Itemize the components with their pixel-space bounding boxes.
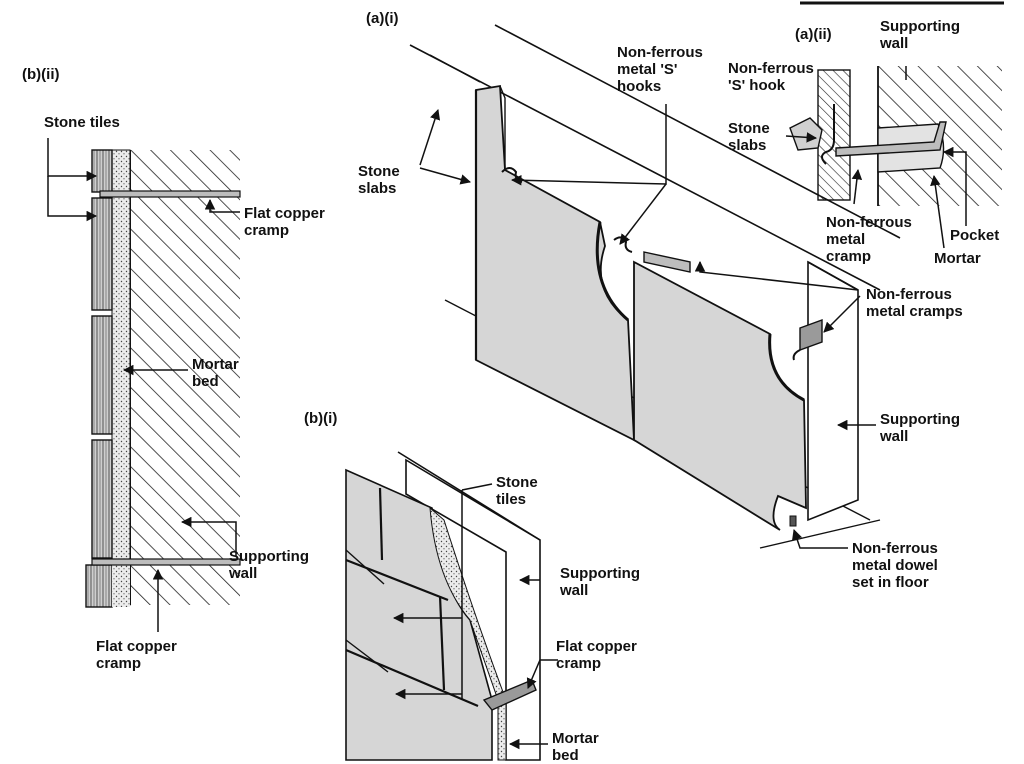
a-ii-s-hook: [821, 104, 835, 165]
label-a-i-s-hooks: Non-ferrous metal 'S' hooks: [617, 44, 703, 95]
b-ii-cramp-top: [99, 190, 241, 198]
b-ii-section: [47, 138, 241, 632]
label-b-ii-stone-tiles: Stone tiles: [44, 114, 120, 131]
a-i-cramp-1: [643, 251, 691, 273]
label-b-ii-supporting-wall: Supporting wall: [229, 548, 309, 582]
a-ii-detail: [785, 66, 1002, 249]
a-i-dowel: [789, 515, 797, 527]
label-a-i-supporting-wall: Supporting wall: [880, 411, 960, 445]
heading-a-ii: (a)(ii): [795, 26, 832, 43]
b-ii-stone-tile-3: [91, 315, 113, 435]
b-i-cramp: [482, 679, 537, 711]
a-i-isometric: [409, 24, 901, 549]
b-ii-stone-tile-5: [85, 564, 113, 608]
label-b-i-stone-tiles: Stone tiles: [496, 474, 538, 508]
label-a-i-metal-cramps: Non-ferrous metal cramps: [866, 286, 963, 320]
heading-b-i: (b)(i): [304, 410, 338, 427]
b-ii-stone-tile-2: [91, 197, 113, 311]
label-b-ii-flat-copper-cramp-top: Flat copper cramp: [244, 205, 325, 239]
a-i-supporting-wall-end: [807, 260, 859, 522]
b-ii-wall-hatch: [130, 150, 240, 605]
b-ii-cramp-bottom: [91, 558, 241, 566]
heading-a-i: (a)(i): [366, 10, 399, 27]
label-a-i-stone-slabs: Stone slabs: [358, 163, 400, 197]
a-i-stone-slab-1: [475, 84, 635, 442]
label-a-ii-stone-slabs: Stone slabs: [728, 120, 770, 154]
label-b-ii-flat-copper-cramp-bottom: Flat copper cramp: [96, 638, 177, 672]
label-a-ii-metal-cramp: Non-ferrous metal cramp: [826, 214, 912, 265]
a-ii-cramp: [835, 121, 947, 157]
a-i-stone-slab-2: [633, 260, 807, 531]
label-b-i-flat-copper-cramp: Flat copper cramp: [556, 638, 637, 672]
b-ii-stone-tile-4: [91, 439, 113, 559]
label-a-i-dowel: Non-ferrous metal dowel set in floor: [852, 540, 938, 591]
b-i-isometric: [345, 451, 558, 761]
b-ii-mortar-bed: [111, 149, 131, 606]
label-a-ii-s-hook: Non-ferrous 'S' hook: [728, 60, 814, 94]
label-b-i-supporting-wall: Supporting wall: [560, 565, 640, 599]
b-ii-stone-tile-1: [91, 149, 113, 193]
label-a-ii-pocket: Pocket: [950, 227, 1000, 244]
label-a-ii-supporting-wall: Supporting wall: [880, 18, 960, 52]
label-b-i-mortar-bed: Mortar bed: [552, 730, 599, 764]
label-b-ii-mortar-bed: Mortar bed: [192, 356, 239, 390]
label-a-ii-mortar: Mortar: [934, 250, 981, 267]
heading-b-ii: (b)(ii): [22, 66, 60, 83]
a-i-cramp-2: [799, 319, 823, 351]
